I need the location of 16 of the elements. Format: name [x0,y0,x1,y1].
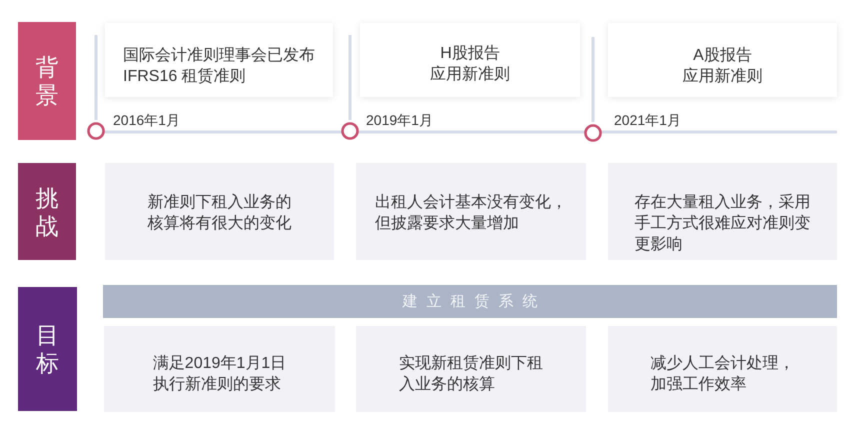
date-label: 2016年1月 [113,111,180,129]
banner-bar: 建立租赁系统 [103,285,837,318]
date-label: 2019年1月 [366,111,433,129]
category-tab: 目标 [18,287,77,411]
info-card: 存在大量租入业务，采用手工方式很难应对准则变更影响 [608,163,837,260]
info-card: 满足2019年1月1日执行新准则的要求 [104,326,335,412]
event-card: A股报告应用新准则 [608,23,837,97]
info-card: 新准则下租入业务的核算将有很大的变化 [105,163,334,260]
event-card: H股报告应用新准则 [360,23,580,97]
event-card: 国际会计准则理事会已发布IFRS16 租赁准则 [105,23,333,97]
category-tab: 背景 [18,22,76,140]
info-card: 出租人会计基本没有变化，但披露要求大量增加 [356,163,586,260]
date-label: 2021年1月 [614,111,681,129]
info-card: 实现新租赁准则下租入业务的核算 [356,326,586,412]
category-tab: 挑战 [18,163,76,260]
info-card: 减少人工会计处理，加强工作效率 [608,326,837,412]
